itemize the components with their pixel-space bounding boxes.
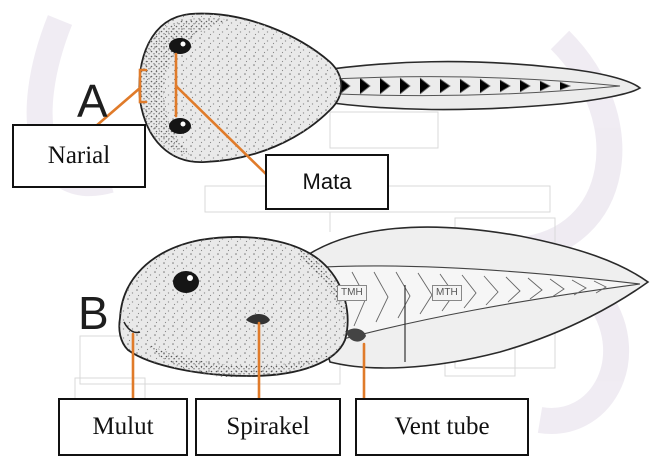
eye-right-dorsal [169,118,191,134]
label-spirakel: Spirakel [195,398,341,456]
eye-lateral [173,271,199,293]
panel-letter-b: B [78,290,109,336]
panel-letter-a: A [77,78,108,124]
label-narial: Narial [12,124,146,188]
tadpole-lateral [119,227,648,377]
eye-left-dorsal [169,38,191,54]
label-vent-tube: Vent tube [355,398,529,456]
tail-tag-tmh: TMH [337,285,367,301]
label-mata: Mata [265,154,389,210]
tail-tag-mth: MTH [432,285,462,301]
label-mulut: Mulut [58,398,188,456]
